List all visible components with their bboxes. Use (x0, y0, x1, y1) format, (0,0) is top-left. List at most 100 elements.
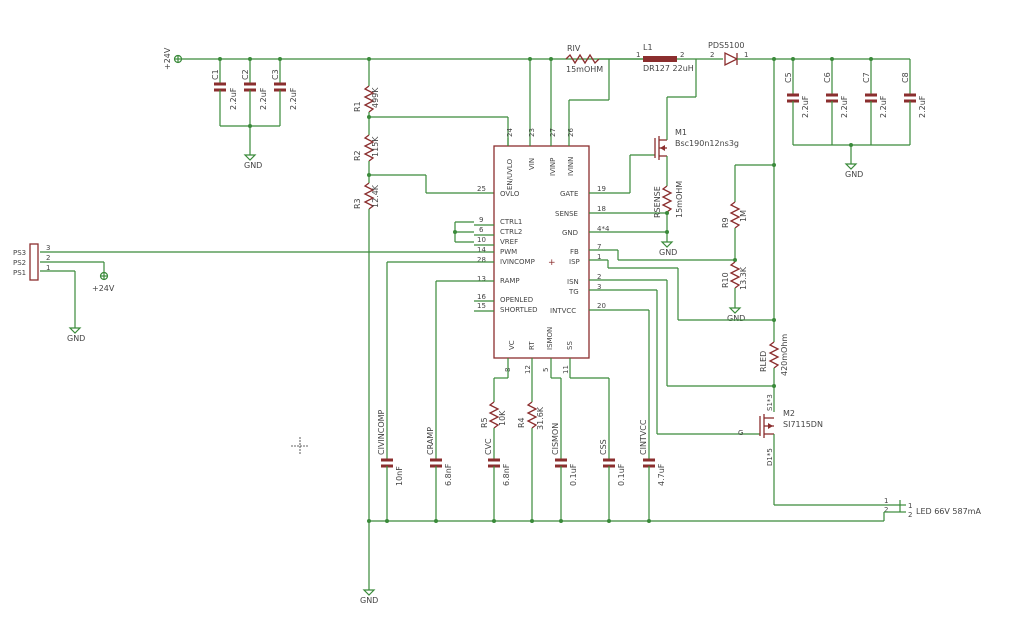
pin-ctrl1: CTRL1 (500, 218, 522, 226)
m2-d: D1*5 (766, 448, 774, 466)
pin-25-num: 25 (477, 185, 486, 193)
led-pin1: 1 (884, 497, 888, 505)
connector-ps: PS3 PS2 PS1 3 2 1 (13, 243, 50, 281)
resistor-r10: R10 13.3K (721, 261, 748, 290)
r9-name: R9 (721, 217, 730, 228)
diode-name: PDS5100 (708, 41, 744, 50)
led-label: LED 66V 587mA (916, 507, 981, 516)
l1-pin2: 2 (680, 51, 684, 59)
pin-shortled: SHORTLED (500, 306, 538, 314)
conn-n2: 2 (46, 254, 50, 262)
controller-ic: + 24 23 27 26 EN/UVLO VIN IVINP IVINN 25… (453, 57, 610, 374)
caps-bottom: CIVINCOMP 10nF CRAMP 6.8nF CVC 6.8nF CIS… (377, 409, 666, 521)
l1-name: L1 (643, 43, 653, 52)
pin-isp: ISP (569, 258, 580, 266)
pin-23-num: 23 (528, 128, 536, 137)
gnd-label-rsense: GND (659, 248, 677, 257)
inductor-l1: L1 1 2 DR127 22uH (636, 43, 694, 73)
supply-label: +24V (163, 47, 172, 70)
conn-ps2: PS2 (13, 259, 26, 267)
resistor-riv: RIV 15mOHM (565, 44, 603, 74)
gnd-symbol-caps-out: GND (844, 163, 863, 179)
led-pin2: 2 (884, 506, 888, 514)
m2-value: SI7115DN (783, 420, 823, 429)
pin-ss: SS (566, 341, 574, 350)
cintvcc-value: 4.7uF (657, 463, 666, 486)
resistor-r2: R2 115K (353, 134, 380, 162)
c2-value: 2.2uF (259, 87, 268, 110)
pin-ivinp: IVINP (549, 158, 557, 176)
gnd-label-bottom: GND (360, 596, 378, 605)
resistor-r5: R5 10K (480, 401, 507, 429)
m2-g: G (738, 429, 743, 437)
gnd-symbol-conn: GND (67, 327, 85, 343)
c5-name: C5 (784, 72, 793, 83)
m1-value: Bsc190n12ns3g (675, 139, 739, 148)
conn-supply-label: +24V (92, 284, 115, 293)
m2-s: S1*3 (766, 394, 774, 411)
pin-isn: ISN (567, 278, 579, 286)
resistor-rsense: RSENSE 15mOHM (653, 181, 684, 218)
c1-value: 2.2uF (229, 87, 238, 110)
pin-sense: SENSE (555, 210, 578, 218)
cismon-value: 0.1uF (569, 463, 578, 486)
diode-pds5100: PDS5100 2 1 (708, 41, 748, 67)
c8-value: 2.2uF (918, 95, 927, 118)
resistor-r3: R3 12.4K (353, 182, 380, 210)
rsense-name: RSENSE (653, 186, 662, 218)
conn-n3: 3 (46, 244, 50, 252)
pin-6-num: 6 (479, 226, 484, 234)
supply-symbol-conn: +24V (92, 271, 115, 293)
gnd-label-conn: GND (67, 334, 85, 343)
pin-28-num: 28 (477, 256, 486, 264)
pin-18-num: 18 (597, 205, 606, 213)
gnd-symbol-caps-in: GND (243, 154, 262, 170)
pin-vin: VIN (528, 158, 536, 170)
led-pin2b: 2 (908, 511, 912, 519)
pin-ismon: ISMON (546, 327, 554, 350)
rled-name: RLED (759, 351, 768, 372)
rled-value: 420mOhm (780, 334, 789, 376)
r3-value: 12.4K (371, 184, 380, 208)
pin-20-num: 20 (597, 302, 606, 310)
gnd-symbol-r10: GND (727, 307, 745, 323)
pin-vref: VREF (500, 238, 518, 246)
cismon-name: CISMON (551, 423, 560, 455)
resistor-rled: RLED 420mOhm (759, 334, 789, 376)
conn-ps3: PS3 (13, 249, 26, 257)
pin-7-num: 7 (597, 243, 601, 251)
pin-vc: VC (508, 340, 516, 350)
rsense-value: 15mOHM (675, 181, 684, 218)
r3-name: R3 (353, 198, 362, 209)
pin-pwm: PWM (500, 248, 517, 256)
r9-value: 1M (739, 210, 748, 222)
gnd-label-caps-out: GND (845, 170, 863, 179)
r1-value: 499K (371, 87, 380, 108)
pin-gate: GATE (560, 190, 578, 198)
pin-rt: RT (528, 341, 536, 350)
caps-in: C1 2.2uF C2 2.2uF C3 2.2uF (211, 57, 298, 155)
gnd-symbol-bottom: GND (360, 589, 378, 605)
pin-4x4-num: 4*4 (597, 225, 610, 233)
pin-15-num: 15 (477, 302, 486, 310)
pin-en-uvlo: EN/UVLO (506, 158, 514, 190)
r2-name: R2 (353, 150, 362, 161)
pin-ivincomp: IVINCOMP (500, 258, 535, 266)
resistor-r4: R4 31.6K (517, 401, 545, 430)
css-value: 0.1uF (617, 463, 626, 486)
pin-27-num: 27 (549, 128, 557, 137)
pin-1-num: 1 (597, 253, 601, 261)
pin-19-num: 19 (597, 185, 606, 193)
c8-name: C8 (901, 72, 910, 83)
r5-name: R5 (480, 417, 489, 428)
pin-3-num: 3 (597, 283, 601, 291)
riv-name: RIV (567, 44, 581, 53)
resistor-r1: R1 499K (353, 85, 380, 113)
l1-pin1: 1 (636, 51, 640, 59)
pin-24-num: 24 (506, 128, 514, 137)
conn-n1: 1 (46, 264, 50, 272)
mosfet-m1: M1 Bsc190n12ns3g (654, 128, 739, 160)
c6-value: 2.2uF (840, 95, 849, 118)
pin-10-num: 10 (477, 236, 486, 244)
